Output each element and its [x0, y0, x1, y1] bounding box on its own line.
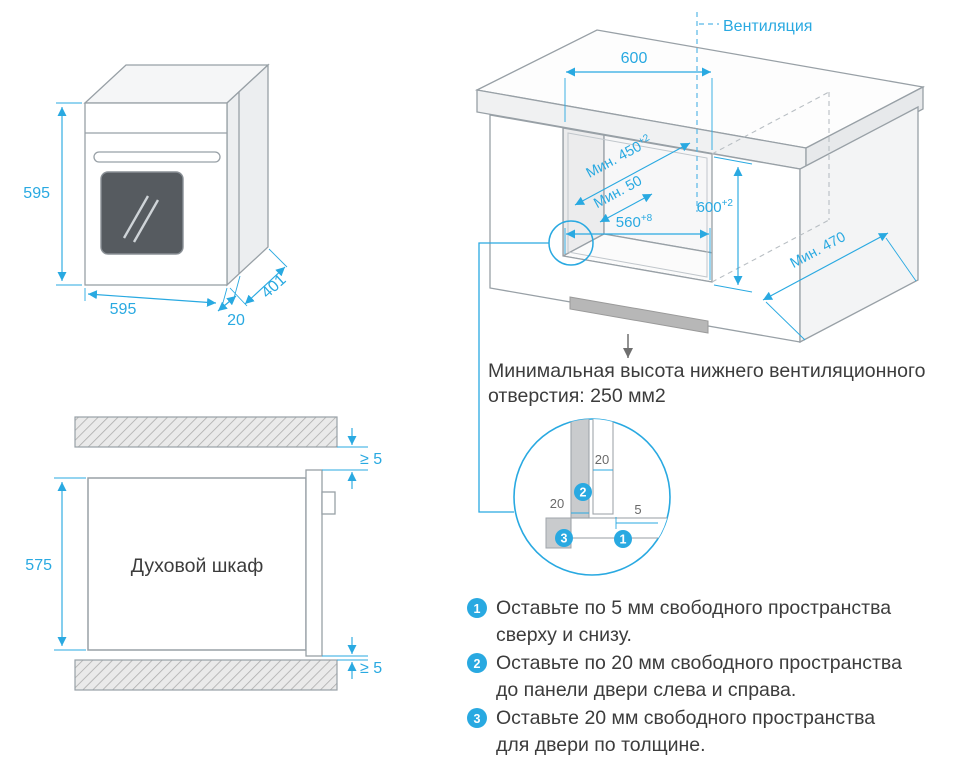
countertop-side-face [805, 85, 924, 172]
detail-view: 20 20 5 2 3 1 [513, 418, 671, 576]
dimension-line-min50 [599, 193, 653, 223]
note-2-line1: Оставьте по 20 мм свободного пространств… [496, 652, 902, 674]
extension-line [229, 287, 248, 307]
detail-badge-1 [614, 530, 632, 548]
hidden-edge [711, 91, 830, 155]
oven-handle [93, 151, 221, 163]
detail-badge-2 [574, 483, 592, 501]
oven-cavity-label: Духовой шкаф [131, 555, 264, 577]
oven-cavity-box [87, 477, 307, 651]
note-3-number: 3 [474, 712, 481, 726]
note-3-line1: Оставьте 20 мм свободного пространства [496, 707, 875, 729]
detail-dim-side-label: 20 [595, 452, 609, 467]
cabinet-top-width-label: 600 [621, 50, 648, 67]
install-notes: 1 Оставьте по 5 мм свободного пространст… [467, 597, 902, 756]
bottom-vent-slot [569, 296, 709, 334]
extension-line [268, 248, 288, 268]
detail-connector-line [478, 242, 549, 513]
extension-line [713, 156, 753, 165]
detail-dim-left-label: 20 [550, 496, 564, 511]
window-reflection-line [122, 195, 150, 239]
extension-line [765, 301, 806, 341]
dimension-line-width [87, 290, 217, 307]
detail-circle [513, 418, 671, 576]
door-side-panel-section [592, 419, 614, 515]
oven-door-window [100, 171, 184, 255]
vent-note-line2: отверстия: 250 мм2 [488, 385, 666, 407]
vent-note-line1: Минимальная высота нижнего вентиляционно… [488, 360, 926, 382]
oven-width-label: 595 [110, 301, 137, 318]
top-panel-hatched [74, 416, 338, 448]
note-2-number: 2 [474, 657, 481, 671]
note-2-badge [467, 653, 487, 673]
gap-top-label: ≥ 5 [360, 451, 382, 468]
oven-side-face [226, 63, 269, 287]
oven-handle-section [321, 491, 336, 515]
oven-door-panel [305, 469, 323, 657]
dimension-line-min450 [574, 142, 691, 206]
gap-bottom-label: ≥ 5 [360, 660, 382, 677]
oven-door-thickness-label: 20 [227, 312, 245, 329]
dimension-line-depth [244, 266, 286, 305]
detail-badge-3-number: 3 [561, 532, 568, 546]
detail-dim-front-label: 5 [634, 502, 641, 517]
cabinet-side-panel-section [570, 419, 590, 519]
vent-note: Минимальная высота нижнего вентиляционно… [488, 360, 926, 407]
niche-width-label: 560+8 [616, 213, 653, 231]
ventilation-label: Вентиляция [723, 18, 812, 35]
window-reflection-line [132, 199, 160, 243]
bottom-panel-hatched [74, 659, 338, 691]
niche-height-label: 600+2 [697, 198, 734, 216]
note-1-badge [467, 598, 487, 618]
extension-line [885, 237, 917, 282]
oven-height-label: 595 [23, 185, 50, 202]
cabinet-3d-view: Вентиляция 600 Мин. 450+2 Мин. 50 600+2 … [474, 12, 926, 358]
extension-line [233, 275, 241, 299]
detail-badge-1-number: 1 [620, 533, 627, 547]
section-height-label: 575 [25, 557, 52, 574]
note-1-line1: Оставьте по 5 мм свободного пространства [496, 597, 891, 619]
note-3-badge [467, 708, 487, 728]
section-view: Духовой шкаф 575 ≥ 5 ≥ 5 [25, 416, 382, 691]
detail-badge-3 [555, 529, 573, 547]
note-1-line2: сверху и снизу. [496, 624, 632, 646]
note-2-line2: до панели двери слева и справа. [496, 679, 796, 701]
detail-badge-2-number: 2 [580, 486, 587, 500]
note-1-number: 1 [474, 602, 481, 616]
dimension-line-door [217, 295, 237, 312]
dimension-line-min470 [762, 232, 889, 301]
note-3-line2: для двери по толщине. [496, 734, 706, 756]
extension-line [713, 284, 753, 293]
